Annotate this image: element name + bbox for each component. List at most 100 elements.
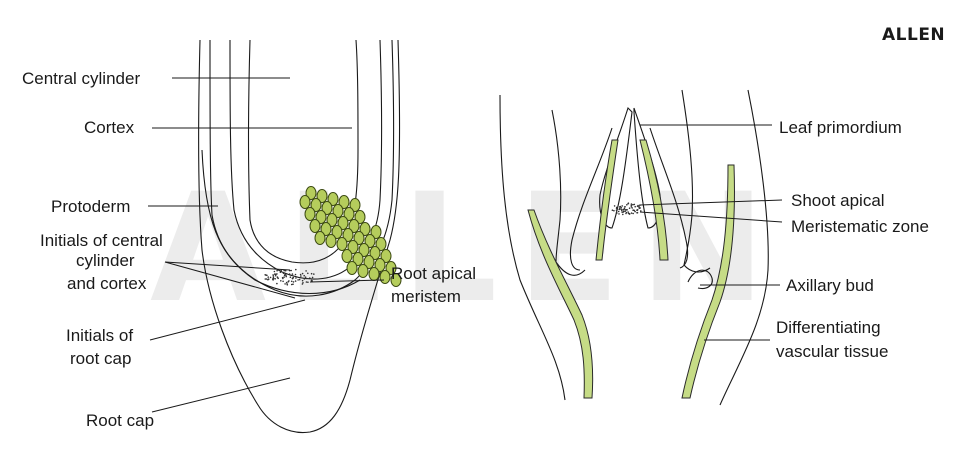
- meristem-dot: [638, 205, 640, 208]
- root-tip-diagram: [148, 39, 402, 434]
- meristem-dot: [311, 276, 314, 279]
- label-axillary-bud: Axillary bud: [786, 276, 874, 295]
- meristem-cell: [320, 222, 332, 236]
- shoot-outer-left: [499, 94, 566, 401]
- shoot-inner-right: [681, 89, 711, 273]
- meristem-dot: [636, 205, 639, 207]
- meristem-dot: [276, 273, 278, 275]
- label-initials-central-2: cylinder: [76, 251, 135, 270]
- meristem-dot: [267, 276, 270, 278]
- meristem-dot: [264, 274, 267, 276]
- label-root-cap: Root cap: [86, 411, 154, 430]
- meristem-dot: [639, 207, 641, 209]
- meristem-dot: [301, 272, 304, 275]
- meristem-cell: [321, 201, 333, 215]
- leader-initials-central-a: [164, 261, 291, 271]
- shoot-outer-right: [719, 89, 769, 406]
- protoderm-line: [209, 39, 395, 297]
- meristem-cell: [375, 237, 387, 251]
- meristem-dot: [310, 279, 313, 282]
- vascular-strand-left-inner: [595, 139, 619, 261]
- meristem-cell: [299, 195, 311, 209]
- meristem-dot: [286, 284, 289, 286]
- meristem-dot: [294, 273, 297, 276]
- leader-root-cap: [151, 377, 291, 413]
- meristem-dot: [301, 279, 304, 282]
- meristem-cell: [380, 249, 392, 263]
- meristem-dot: [630, 204, 633, 207]
- meristem-dot: [628, 207, 631, 209]
- meristem-cell: [352, 252, 364, 266]
- meristem-dot: [292, 283, 294, 286]
- meristem-dot: [300, 275, 302, 277]
- meristem-dot: [269, 276, 272, 279]
- meristem-dot: [288, 273, 291, 275]
- meristem-cell: [325, 234, 337, 248]
- meristem-cell: [363, 255, 375, 269]
- meristem-cell: [305, 186, 317, 200]
- meristem-cell: [369, 246, 381, 260]
- meristem-dot: [282, 280, 284, 283]
- meristem-dot: [624, 210, 626, 212]
- meristem-dot: [283, 269, 286, 272]
- meristem-dot: [301, 283, 304, 285]
- meristem-dot: [313, 273, 315, 275]
- meristem-dot: [290, 283, 293, 286]
- meristem-dot: [273, 270, 276, 273]
- meristem-dot: [307, 281, 309, 284]
- meristem-dot: [611, 209, 614, 211]
- meristem-cell: [370, 225, 382, 239]
- label-initials-central-3: and cortex: [67, 274, 147, 293]
- label-diff-vascular-2: vascular tissue: [776, 342, 888, 361]
- meristem-cell: [332, 204, 344, 218]
- meristem-dot: [623, 207, 626, 210]
- meristem-dot: [289, 276, 292, 279]
- meristem-dot: [283, 274, 286, 277]
- label-diff-vascular-1: Differentiating: [776, 318, 881, 337]
- meristem-cell: [358, 243, 370, 257]
- label-leaf-primordium: Leaf primordium: [779, 118, 902, 137]
- meristem-dot: [619, 205, 622, 208]
- meristem-dot: [274, 278, 277, 280]
- meristem-dot: [280, 280, 282, 282]
- central-cylinder-line: [247, 39, 359, 264]
- meristem-dot: [290, 269, 293, 272]
- meristem-dot: [276, 282, 278, 285]
- label-initials-rootcap-2: root cap: [70, 349, 131, 368]
- meristem-dot: [302, 282, 304, 284]
- label-meristematic-zone: Meristematic zone: [791, 217, 929, 236]
- label-initials-rootcap-1: Initials of: [66, 326, 133, 345]
- label-root-apical-2: meristem: [391, 287, 461, 306]
- meristem-dot: [285, 281, 288, 284]
- meristem-dot: [618, 208, 620, 211]
- meristem-dot: [276, 269, 278, 272]
- meristem-cell: [357, 264, 369, 278]
- meristem-dot: [621, 208, 623, 211]
- meristem-cell: [368, 267, 380, 281]
- meristem-cell: [337, 216, 349, 230]
- meristem-dot: [626, 204, 628, 206]
- meristem-dot: [615, 207, 618, 210]
- meristem-cell: [390, 273, 402, 287]
- meristem-cell: [353, 231, 365, 245]
- meristem-cell: [359, 222, 371, 236]
- meristem-dot: [624, 206, 626, 208]
- root-apical-meristem-dots: [264, 268, 315, 286]
- meristem-dot: [636, 209, 638, 211]
- leaf-primordium-outer-left: [569, 127, 613, 271]
- meristem-dot: [636, 211, 638, 214]
- meristem-dot: [634, 210, 636, 213]
- vascular-strand-left-outer: [527, 209, 594, 399]
- meristem-dot: [633, 203, 636, 206]
- meristem-cell: [304, 207, 316, 221]
- meristem-dot: [294, 280, 297, 282]
- meristem-dot: [627, 212, 630, 215]
- meristem-dot: [265, 278, 268, 280]
- meristem-dot: [632, 209, 634, 211]
- shoot-inner-left: [551, 109, 586, 276]
- meristem-dot: [282, 272, 285, 275]
- meristem-dot: [630, 212, 633, 214]
- meristem-dot: [304, 276, 307, 279]
- meristem-dot: [634, 205, 636, 208]
- cortex-line: [229, 39, 383, 280]
